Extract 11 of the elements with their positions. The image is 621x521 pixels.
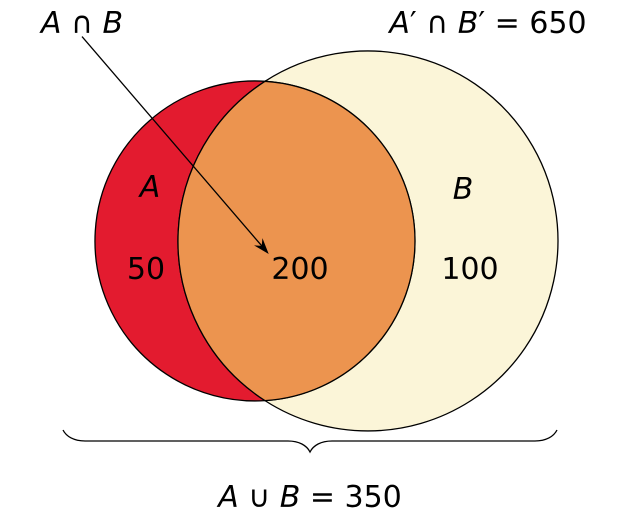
set-letter: A: [138, 175, 158, 197]
count: 200: [274, 256, 327, 280]
set-expression: A ∪ B = 350: [216, 484, 400, 508]
venn-region: [94, 80, 266, 402]
set-expression: A ∩ B: [39, 11, 122, 33]
count: 50: [129, 256, 164, 280]
overlap-region: [177, 80, 416, 402]
set-expression: A′ ∩ B′ = 650: [388, 10, 585, 34]
set-letter: B: [454, 177, 472, 199]
venn-region: [264, 50, 558, 432]
count: 100: [444, 256, 497, 280]
